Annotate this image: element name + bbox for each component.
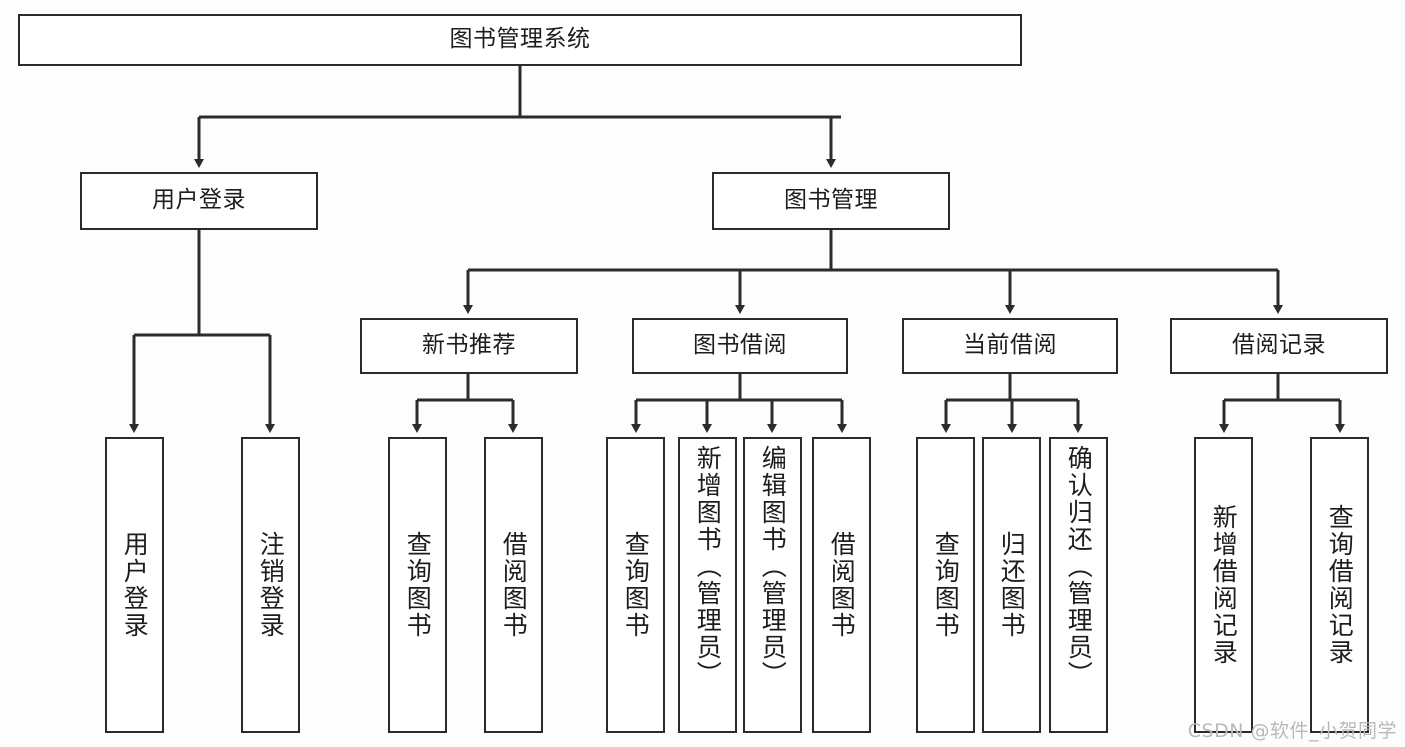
leaf-query-book-current[interactable]: 查询图书 [916,437,975,733]
leaf-user-login[interactable]: 用户登录 [105,437,164,733]
leaf-borrow-book-newbook-label: 借阅图书 [499,531,529,639]
node-book-borrow[interactable]: 图书借阅 [632,318,848,374]
leaf-query-book-borrow[interactable]: 查询图书 [606,437,665,733]
node-book-management[interactable]: 图书管理 [712,172,950,230]
node-current-borrow-label: 当前借阅 [963,332,1057,359]
node-new-book-recommend-label: 新书推荐 [422,332,516,359]
leaf-edit-book-admin-label: 编辑图书（管理员） [758,445,788,688]
leaf-query-book-newbook-label: 查询图书 [403,531,433,639]
leaf-user-login-label: 用户登录 [120,531,150,639]
node-user-login-label: 用户登录 [152,187,246,214]
leaf-add-borrow-record[interactable]: 新增借阅记录 [1194,437,1253,733]
leaf-confirm-return-admin-label: 确认归还（管理员） [1064,445,1094,688]
node-book-management-label: 图书管理 [784,187,878,214]
leaf-add-book-admin-label: 新增图书（管理员） [693,445,723,688]
leaf-query-borrow-record-label: 查询借阅记录 [1325,504,1355,666]
node-borrow-record-label: 借阅记录 [1232,332,1326,359]
leaf-return-book[interactable]: 归还图书 [982,437,1041,733]
csdn-watermark: CSDN @软件_小贺同学 [1187,720,1397,742]
leaf-query-book-newbook[interactable]: 查询图书 [388,437,447,733]
leaf-query-book-borrow-label: 查询图书 [621,531,651,639]
leaf-query-borrow-record[interactable]: 查询借阅记录 [1310,437,1369,733]
leaf-return-book-label: 归还图书 [997,531,1027,639]
leaf-confirm-return-admin[interactable]: 确认归还（管理员） [1049,437,1108,733]
node-borrow-record[interactable]: 借阅记录 [1170,318,1388,374]
leaf-add-book-admin[interactable]: 新增图书（管理员） [678,437,737,733]
leaf-borrow-book-newbook[interactable]: 借阅图书 [484,437,543,733]
node-root[interactable]: 图书管理系统 [18,14,1022,66]
node-book-borrow-label: 图书借阅 [693,332,787,359]
leaf-borrow-book[interactable]: 借阅图书 [812,437,871,733]
node-user-login[interactable]: 用户登录 [80,172,318,230]
leaf-logout-label: 注销登录 [256,531,286,639]
leaf-borrow-book-label: 借阅图书 [827,531,857,639]
leaf-edit-book-admin[interactable]: 编辑图书（管理员） [743,437,802,733]
leaf-logout[interactable]: 注销登录 [241,437,300,733]
leaf-add-borrow-record-label: 新增借阅记录 [1209,504,1239,666]
node-new-book-recommend[interactable]: 新书推荐 [360,318,578,374]
leaf-query-book-current-label: 查询图书 [931,531,961,639]
node-root-label: 图书管理系统 [449,26,591,53]
node-current-borrow[interactable]: 当前借阅 [902,318,1118,374]
